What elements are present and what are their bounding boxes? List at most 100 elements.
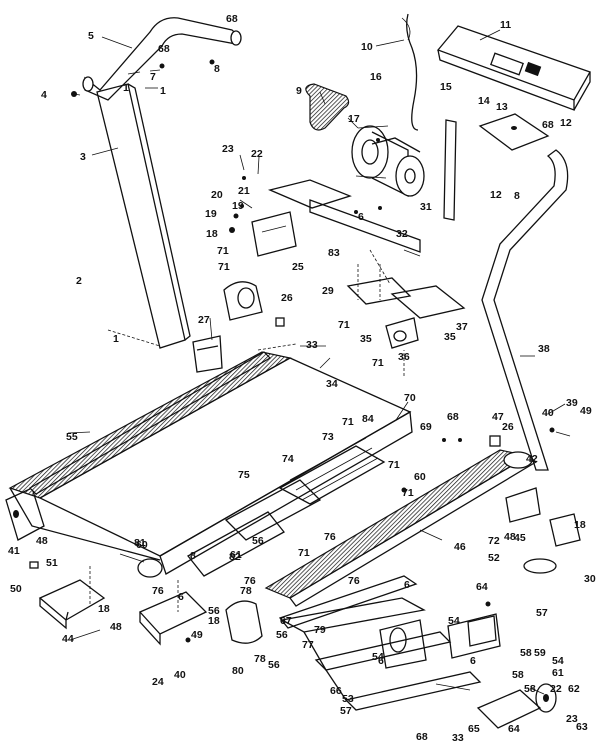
part-label: 1 xyxy=(123,82,129,94)
part-label: 59 xyxy=(534,647,546,659)
part-label: 20 xyxy=(211,189,223,201)
upright-bracket xyxy=(192,335,223,373)
part-label: 68 xyxy=(226,13,238,25)
part-label: 55 xyxy=(66,431,78,443)
part-label: 6 xyxy=(470,655,476,667)
part-label: 54 xyxy=(372,651,384,663)
part-label: 6 xyxy=(358,211,364,223)
part-label: 6 xyxy=(404,579,410,591)
part-label: 38 xyxy=(538,343,550,355)
part-label: 78 xyxy=(240,585,252,597)
part-label: 26 xyxy=(502,421,514,433)
hardware-small-parts xyxy=(29,59,555,643)
part-label: 19 xyxy=(205,208,217,220)
side-rail-mid xyxy=(278,575,418,629)
part-label: 6 xyxy=(178,591,184,603)
part-label: 48 xyxy=(110,621,122,633)
plate-29 xyxy=(346,277,412,305)
part-label: 35 xyxy=(360,333,372,345)
part-label: 45 xyxy=(514,532,526,544)
part-label: 61 xyxy=(552,667,564,679)
motor-controller xyxy=(223,281,263,321)
part-label: 29 xyxy=(322,285,334,297)
part-label: 71 xyxy=(218,261,230,273)
part-label: 30 xyxy=(584,573,596,585)
part-label: 24 xyxy=(152,676,164,688)
drive-belt xyxy=(305,83,350,131)
part-label: 32 xyxy=(396,228,408,240)
console-rod xyxy=(443,119,457,221)
part-label: 75 xyxy=(238,469,250,481)
part-label: 81 xyxy=(134,537,146,549)
part-label: 71 xyxy=(342,416,354,428)
part-label: 37 xyxy=(456,321,468,333)
incline-motor-box xyxy=(447,613,501,659)
console-display xyxy=(436,25,591,111)
part-label: 13 xyxy=(496,101,508,113)
part-label: 25 xyxy=(292,261,304,273)
part-label: 71 xyxy=(338,319,350,331)
part-label: 46 xyxy=(454,541,466,553)
part-label: 23 xyxy=(566,713,578,725)
part-label: 12 xyxy=(490,189,502,201)
part-label: 49 xyxy=(580,405,592,417)
part-label: 78 xyxy=(254,653,266,665)
part-label: 64 xyxy=(476,581,488,593)
part-label: 8 xyxy=(190,550,196,562)
part-label: 6 xyxy=(378,655,384,667)
part-label: 69 xyxy=(420,421,432,433)
assembly-guide-lines xyxy=(89,249,405,612)
part-label: 41 xyxy=(8,545,20,557)
side-rail-left-hatch xyxy=(29,351,271,495)
part-label: 76 xyxy=(244,575,256,587)
part-label: 18 xyxy=(208,615,220,627)
part-label: 71 xyxy=(372,357,384,369)
part-label: 1 xyxy=(160,85,166,97)
upright-right xyxy=(481,149,569,471)
part-label: 57 xyxy=(536,607,548,619)
incline-motor xyxy=(385,317,419,349)
part-label: 40 xyxy=(542,407,554,419)
part-label: 22 xyxy=(251,148,263,160)
part-label: 40 xyxy=(174,669,186,681)
part-label: 1 xyxy=(113,333,119,345)
part-label: 68 xyxy=(447,411,459,423)
part-label: 79 xyxy=(314,624,326,636)
part-label: 14 xyxy=(478,95,490,107)
part-label: 76 xyxy=(324,531,336,543)
part-label: 5 xyxy=(88,30,94,42)
part-label: 12 xyxy=(560,117,572,129)
part-label: 2 xyxy=(76,275,82,287)
part-label: 42 xyxy=(526,453,538,465)
part-label: 82 xyxy=(229,551,241,563)
part-label: 65 xyxy=(468,723,480,735)
part-label: 7 xyxy=(150,71,156,83)
part-label: 56 xyxy=(276,629,288,641)
part-label: 58 xyxy=(520,647,532,659)
part-label: 61 xyxy=(230,549,242,561)
part-label: 68 xyxy=(416,731,428,743)
part-label: 74 xyxy=(282,453,294,465)
part-label: 70 xyxy=(404,392,416,404)
part-label: 84 xyxy=(362,413,374,425)
rear-roller xyxy=(5,487,45,541)
part-label: 77 xyxy=(302,639,314,651)
part-label: 80 xyxy=(232,665,244,677)
part-label: 56 xyxy=(252,535,264,547)
part-label: 18 xyxy=(206,228,218,240)
part-label: 44 xyxy=(62,633,74,645)
plate-37 xyxy=(390,285,466,319)
part-label: 68 xyxy=(158,43,170,55)
part-label: 33 xyxy=(306,339,318,351)
part-label: 64 xyxy=(508,723,520,735)
part-label: 71 xyxy=(298,547,310,559)
part-label: 56 xyxy=(208,605,220,617)
part-label: 56 xyxy=(268,659,280,671)
part-label: 54 xyxy=(448,615,460,627)
part-label: 27 xyxy=(198,314,210,326)
part-label: 71 xyxy=(217,245,229,257)
part-label: 8 xyxy=(514,190,520,202)
part-label: 15 xyxy=(440,81,452,93)
part-label: 4 xyxy=(41,89,47,101)
